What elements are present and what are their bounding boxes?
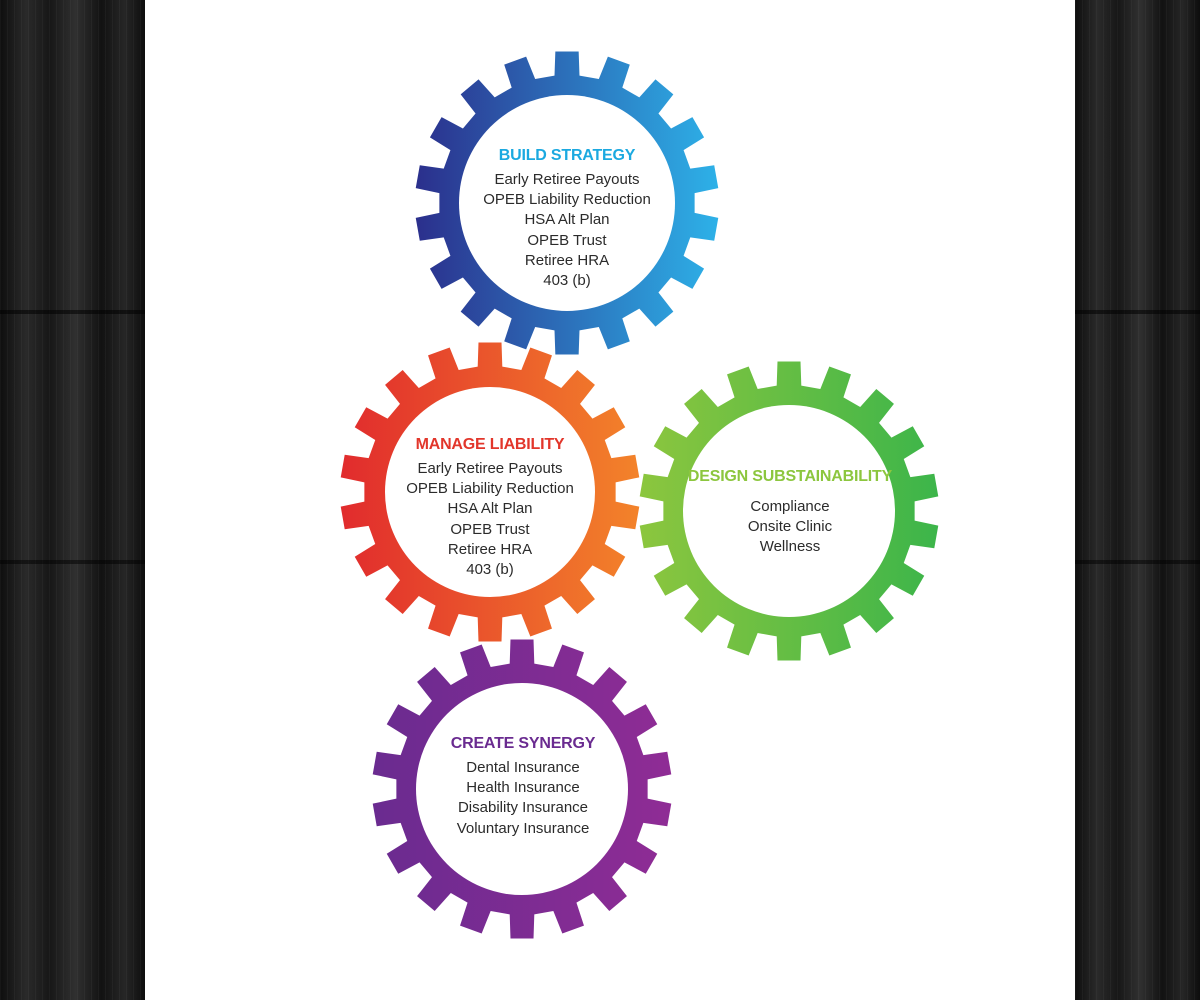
gear-create-items: Dental Insurance Health Insurance Disabi… bbox=[398, 758, 648, 839]
gear-build-item: 403 (b) bbox=[543, 272, 591, 290]
gear-create-title: CREATE SYNERGY bbox=[450, 735, 596, 752]
gear-build-items: Early Retiree Payouts OPEB Liability Red… bbox=[442, 170, 692, 291]
gear-design-item: Compliance bbox=[750, 498, 830, 515]
gear-manage-item: 403 (b) bbox=[466, 561, 514, 579]
gear-create-item: Health Insurance bbox=[466, 779, 580, 797]
gear-build-title: BUILD STRATEGY bbox=[498, 147, 636, 164]
gear-build-item: OPEB Trust bbox=[527, 231, 607, 249]
gear-manage-item: HSA Alt Plan bbox=[447, 500, 533, 518]
wood-background-right bbox=[1075, 0, 1200, 1000]
gear-create-item: Disability Insurance bbox=[457, 799, 589, 817]
gear-manage-items: Early Retiree Payouts OPEB Liability Red… bbox=[365, 459, 615, 580]
gear-design-title: DESIGN SUBSTAINABILITY bbox=[687, 468, 893, 485]
gear-create-item: Voluntary Insurance bbox=[456, 819, 590, 837]
gear-build-item: OPEB Liability Reduction bbox=[483, 191, 651, 209]
gear-manage-item: OPEB Liability Reduction bbox=[406, 480, 574, 498]
gear-design-text: DESIGN SUBSTAINABILITY Compliance Onsite… bbox=[665, 468, 915, 558]
gear-build-item: Early Retiree Payouts bbox=[494, 171, 640, 188]
gear-manage-item: Early Retiree Payouts bbox=[417, 460, 563, 477]
gear-build-hub bbox=[459, 95, 675, 311]
gear-manage-item: Retiree HRA bbox=[447, 540, 533, 558]
gear-design-item: Onsite Clinic bbox=[747, 518, 833, 536]
gear-manage-title: MANAGE LIABILITY bbox=[415, 436, 565, 453]
gear-manage-hub bbox=[385, 387, 595, 597]
gear-build-item: HSA Alt Plan bbox=[524, 211, 610, 229]
gear-build-item: Retiree HRA bbox=[524, 251, 610, 269]
wood-background-left bbox=[0, 0, 145, 1000]
gear-create-item: Dental Insurance bbox=[466, 759, 580, 776]
gear-build-text: BUILD STRATEGY Early Retiree Payouts OPE… bbox=[442, 147, 692, 291]
gear-manage-text: MANAGE LIABILITY Early Retiree Payouts O… bbox=[365, 436, 615, 580]
gear-manage-item: OPEB Trust bbox=[450, 520, 530, 538]
gear-design-items: Compliance Onsite Clinic Wellness bbox=[665, 497, 915, 558]
gear-create-text: CREATE SYNERGY Dental Insurance Health I… bbox=[398, 735, 648, 839]
gear-design-hub bbox=[683, 405, 895, 617]
gear-create-hub bbox=[416, 683, 628, 895]
gear-design-item: Wellness bbox=[759, 538, 821, 556]
